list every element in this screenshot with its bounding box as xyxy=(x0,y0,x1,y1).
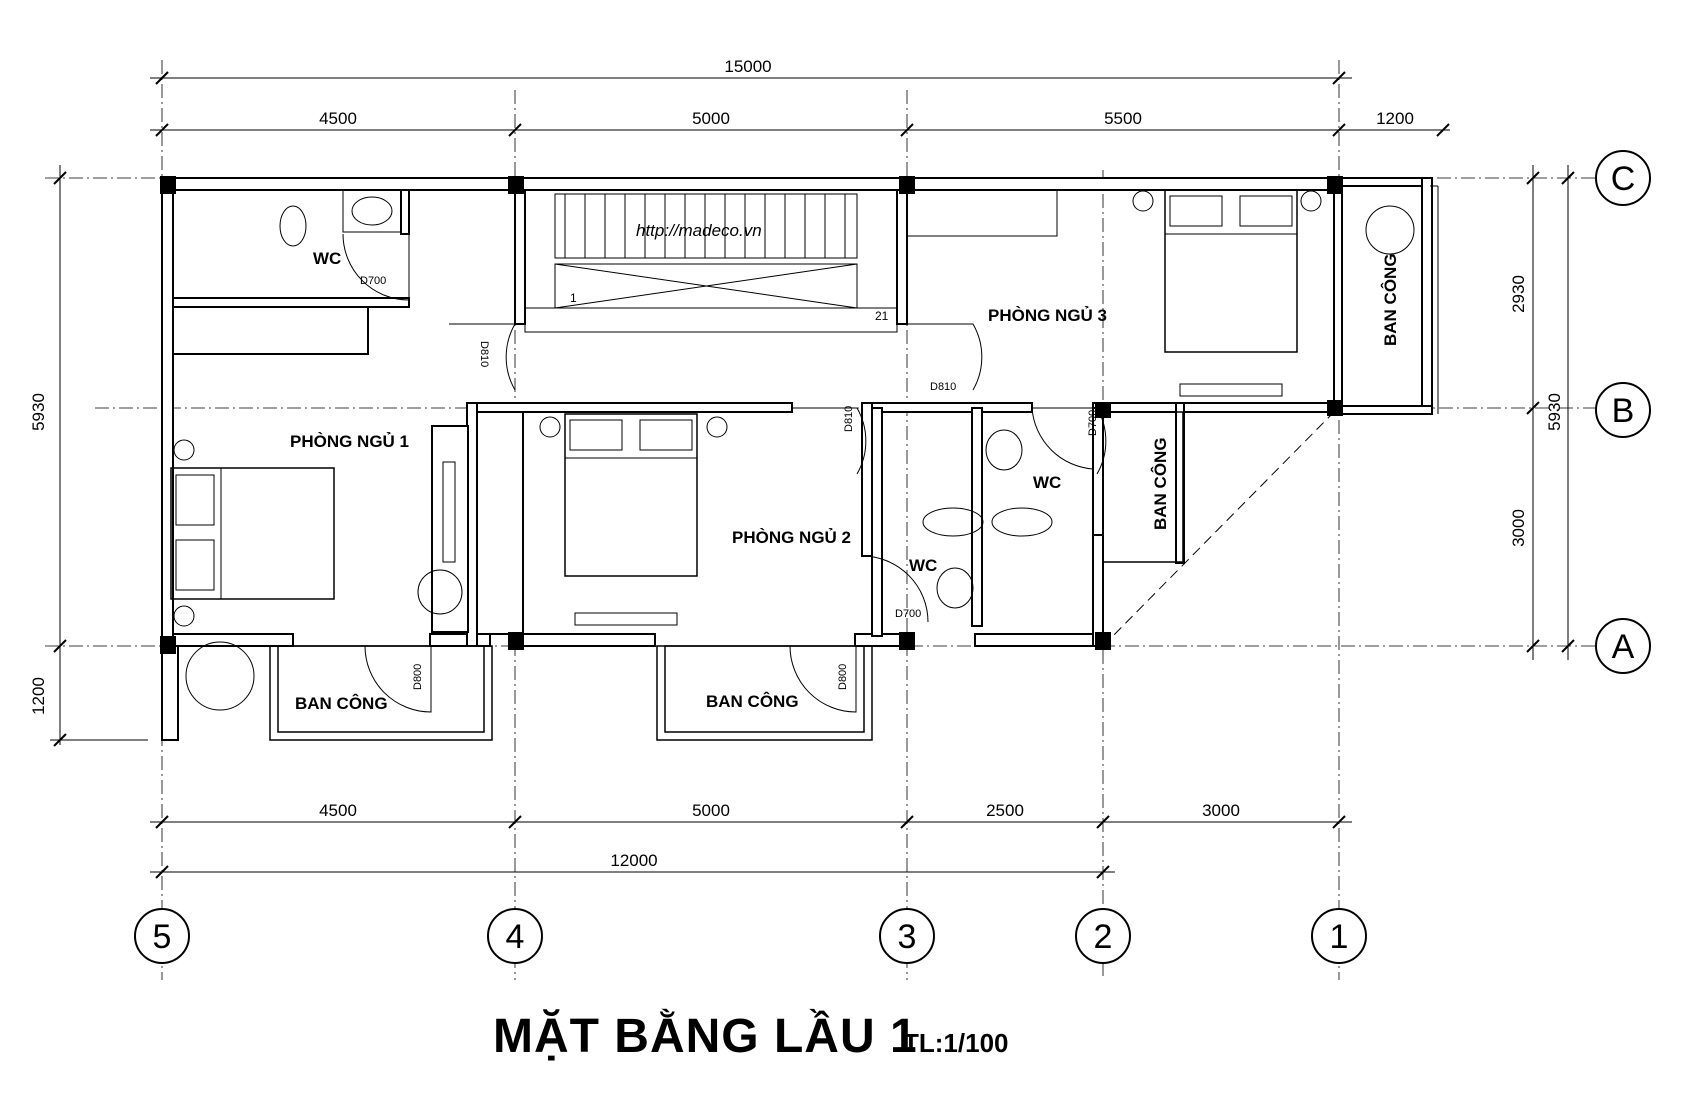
staircase xyxy=(524,193,898,333)
dim-bottom-3: 2500 xyxy=(986,801,1024,820)
balcony-label-4: BAN CÔNG xyxy=(1381,253,1400,346)
room-label-bedroom3: PHÒNG NGỦ 3 xyxy=(988,306,1107,325)
door-label-room2: D810 xyxy=(843,406,855,432)
room-label-bedroom2: PHÒNG NGỦ 2 xyxy=(732,528,851,547)
doors xyxy=(342,233,1107,713)
dim-top-2: 5000 xyxy=(692,109,730,128)
door-label-wc2: D700 xyxy=(895,608,921,620)
stair-start-label: 1 xyxy=(570,291,577,305)
balconies xyxy=(269,185,1439,741)
dim-right-lower: 3000 xyxy=(1509,509,1528,547)
dim-left-balcony: 1200 xyxy=(29,677,48,715)
drawing-scale: TL:1/100 xyxy=(903,1028,1009,1058)
dim-top-3: 5500 xyxy=(1104,109,1142,128)
room-label-wc3: WC xyxy=(1033,473,1061,492)
dim-bottom-4: 3000 xyxy=(1202,801,1240,820)
axis-label-1: 1 xyxy=(1330,918,1349,956)
dim-top-4: 1200 xyxy=(1376,109,1414,128)
columns xyxy=(160,176,1343,654)
room-label-bedroom1: PHÒNG NGỦ 1 xyxy=(290,432,409,451)
axis-label-2: 2 xyxy=(1094,918,1113,956)
dim-bottom-2: 5000 xyxy=(692,801,730,820)
axis-label-a: A xyxy=(1612,628,1635,666)
dim-left-total: 5930 xyxy=(29,393,48,431)
furniture xyxy=(170,189,1415,711)
axis-label-3: 3 xyxy=(898,918,917,956)
drawing-title: MẶT BẰNG LẦU 1 xyxy=(493,1009,918,1063)
balcony-label-1: BAN CÔNG xyxy=(295,694,388,713)
room-label-wc2: WC xyxy=(909,556,937,575)
door-label-d810: D810 xyxy=(478,341,490,367)
stair-end-label: 21 xyxy=(875,309,889,323)
room-label-wc1: WC xyxy=(313,249,341,268)
axis-label-c: C xyxy=(1611,160,1636,198)
balcony-label-2: BAN CÔNG xyxy=(706,692,799,711)
dimension-lines xyxy=(50,71,1575,879)
axis-label-b: B xyxy=(1612,392,1635,430)
balcony-label-3: BAN CÔNG xyxy=(1151,437,1170,530)
dim-bottom-total: 12000 xyxy=(610,851,657,870)
grid-lines xyxy=(45,60,1600,980)
axis-label-5: 5 xyxy=(153,918,172,956)
walls xyxy=(161,177,1433,741)
dim-right-upper: 2930 xyxy=(1509,275,1528,313)
axis-bubbles xyxy=(134,150,1651,964)
dim-bottom-1: 4500 xyxy=(319,801,357,820)
door-label-balcony2: D800 xyxy=(837,664,849,690)
dim-right-total: 5930 xyxy=(1545,393,1564,431)
axis-label-4: 4 xyxy=(506,918,525,956)
dim-top-total: 15000 xyxy=(724,57,771,76)
door-label-room3: D810 xyxy=(930,381,956,393)
door-label-wc3: D700 xyxy=(1087,410,1099,436)
door-label-wc1: D700 xyxy=(360,275,386,287)
watermark-text: http://madeco.vn xyxy=(636,221,762,240)
dim-top-1: 4500 xyxy=(319,109,357,128)
door-label-balcony1: D800 xyxy=(412,664,424,690)
